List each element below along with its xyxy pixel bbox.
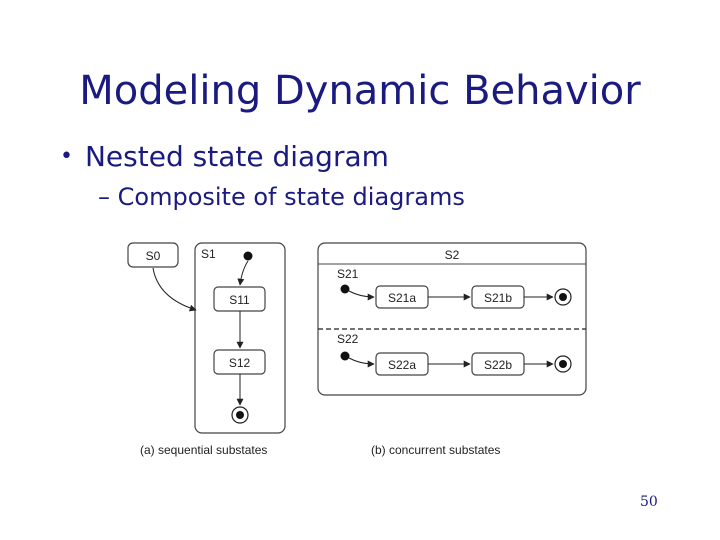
state-s21b-label: S21b [484,291,512,305]
page-number: 50 [640,494,658,510]
state-s22b-label: S22b [484,358,512,372]
sequential-diagram: S0 S1 S11 S12 (a) sequential substates [127,242,286,457]
concurrent-diagram: S2 S21 S21a S21b S22 S22a S22b (b) concu… [317,242,587,457]
final-state-dot [236,411,244,419]
state-s11-label: S11 [229,293,250,307]
state-s0-label: S0 [146,249,161,263]
state-s21a-label: S21a [388,291,416,305]
caption-sequential: (a) sequential substates [140,443,267,457]
composite-state-s1-label: S1 [201,247,216,261]
bullet-text: Nested state diagram [84,140,389,173]
region-s22-label: S22 [337,332,359,346]
composite-state-s2 [317,242,587,396]
composite-state-s2-label: S2 [445,248,460,262]
state-s22a-label: S22a [388,358,416,372]
sub-bullet-item: – Composite of state diagrams [98,183,465,211]
bullet-item: • Nested state diagram [60,140,389,173]
dash-mark: – [98,183,110,211]
sub-bullet-text: Composite of state diagrams [117,183,465,211]
state-s12-label: S12 [229,356,251,370]
region-s21-label: S21 [337,267,359,281]
final-state-dot [559,293,567,301]
initial-state-dot [243,251,253,261]
initial-state-dot [340,351,350,361]
bullet-mark: • [60,144,73,169]
final-state-dot [559,360,567,368]
initial-state-dot [340,284,350,294]
slide-title: Modeling Dynamic Behavior [79,68,641,114]
caption-concurrent: (b) concurrent substates [371,443,500,457]
state-s0 [127,242,179,268]
